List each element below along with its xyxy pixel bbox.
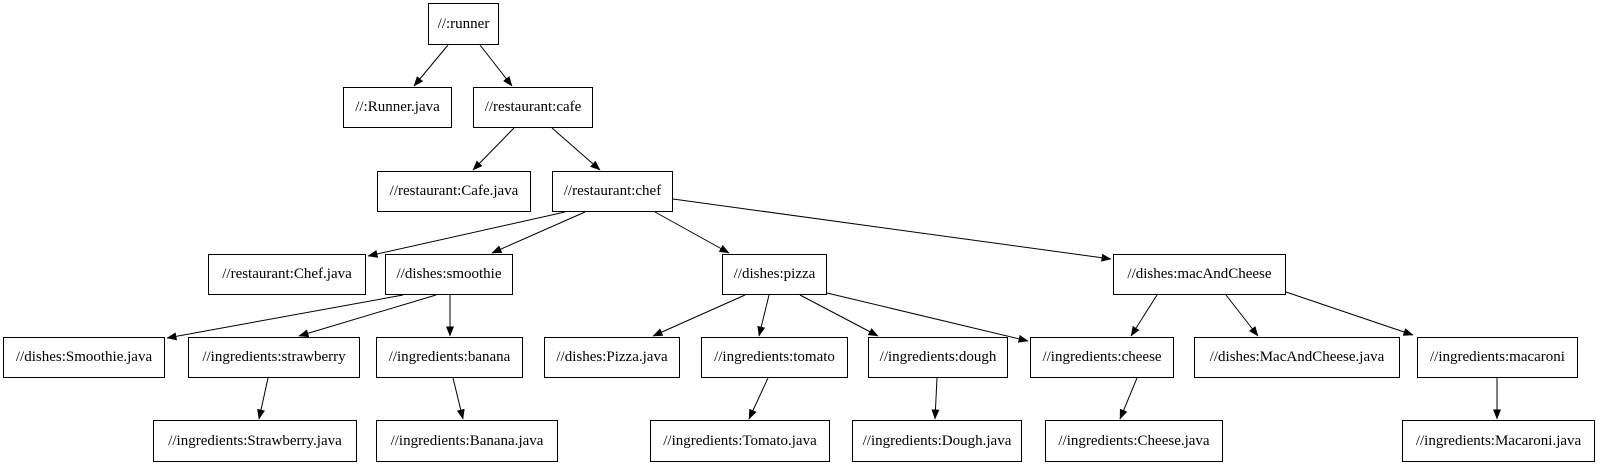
node-pizza-label: //dishes:pizza [733,266,816,282]
node-mac-and-cheese-label: //dishes:macAndCheese [1127,266,1272,282]
node-strawberry-java: //ingredients:Strawberry.java [153,420,357,462]
node-dough-java: //ingredients:Dough.java [852,420,1022,462]
node-runner-java-label: //:Runner.java [355,99,440,115]
node-smoothie-java: //dishes:Smoothie.java [3,337,165,378]
node-dough-java-label: //ingredients:Dough.java [862,432,1012,449]
node-chef-java-label: //restaurant:Chef.java [222,266,352,282]
node-macaroni-java: //ingredients:Macaroni.java [1402,420,1595,462]
node-banana-label: //ingredients:banana [388,349,511,365]
edge-mac-and-cheese-to-macaroni [1285,291,1414,336]
edge-smoothie-to-strawberry [298,294,437,338]
node-cafe-java: //restaurant:Cafe.java [377,171,531,212]
node-chef-label: //restaurant:chef [563,183,662,199]
node-cheese-java: //ingredients:Cheese.java [1045,420,1223,462]
node-runner: //:runner [428,3,499,45]
node-tomato: //ingredients:tomato [701,337,848,378]
node-runner-label: //:runner [437,15,490,32]
node-banana: //ingredients:banana [376,337,523,378]
node-cheese-java-label: //ingredients:Cheese.java [1058,432,1210,449]
node-cafe-label: //restaurant:cafe [484,99,582,115]
edge-pizza-to-pizza-java [652,294,746,337]
node-dough-label: //ingredients:dough [879,349,997,365]
node-banana-java-label: //ingredients:Banana.java [390,432,544,449]
node-strawberry: //ingredients:strawberry [188,337,360,378]
node-banana-java: //ingredients:Banana.java [376,420,558,462]
node-strawberry-label: //ingredients:strawberry [202,349,346,365]
edge-mac-and-cheese-to-cheese [1130,294,1158,337]
node-strawberry-java-label: //ingredients:Strawberry.java [168,432,342,449]
node-runner-java: //:Runner.java [343,87,452,128]
node-pizza: //dishes:pizza [722,254,827,295]
node-smoothie: //dishes:smoothie [385,254,513,295]
node-chef: //restaurant:chef [552,171,673,212]
node-tomato-java-label: //ingredients:Tomato.java [663,432,817,449]
node-macaroni: //ingredients:macaroni [1417,337,1578,378]
edge-pizza-to-cheese [826,292,1029,343]
node-tomato-java: //ingredients:Tomato.java [650,420,830,462]
node-cafe: //restaurant:cafe [473,87,593,128]
edge-chef-to-pizza [654,211,730,254]
node-cheese-label: //ingredients:cheese [1042,349,1162,365]
edge-strawberry-to-strawberry-java [257,377,269,420]
node-tomato-label: //ingredients:tomato [714,349,835,365]
edge-dough-to-dough-java [931,377,940,420]
node-smoothie-java-label: //dishes:Smoothie.java [15,349,153,365]
edge-smoothie-to-smoothie-java [166,294,404,341]
node-mac-and-cheese-java: //dishes:MacAndCheese.java [1194,337,1400,378]
node-mac-and-cheese: //dishes:macAndCheese [1113,254,1286,295]
node-macaroni-java-label: //ingredients:Macaroni.java [1415,432,1582,449]
edge-runner-to-runner-java [413,44,449,87]
node-macaroni-label: //ingredients:macaroni [1430,349,1565,365]
edge-runner-to-cafe [479,44,513,87]
edge-banana-to-banana-java [452,377,465,420]
edge-cafe-to-chef [551,127,601,171]
edge-chef-to-mac-and-cheese [672,198,1112,262]
edge-cafe-to-cafe-java [472,127,515,171]
node-cafe-java-label: //restaurant:Cafe.java [389,183,519,199]
edge-tomato-to-tomato-java [748,377,769,420]
node-pizza-java: //dishes:Pizza.java [544,337,680,378]
edge-chef-to-chef-java [367,211,566,258]
node-mac-and-cheese-java-label: //dishes:MacAndCheese.java [1209,349,1385,365]
node-smoothie-label: //dishes:smoothie [396,266,502,282]
edge-pizza-to-tomato [757,294,770,337]
edge-pizza-to-dough [799,294,879,337]
edge-mac-and-cheese-to-mac-and-cheese-java [1225,294,1259,337]
node-dough: //ingredients:dough [868,337,1008,378]
edge-cheese-to-cheese-java [1119,377,1138,420]
node-chef-java: //restaurant:Chef.java [208,254,366,295]
node-cheese: //ingredients:cheese [1030,337,1174,378]
edge-chef-to-smoothie [491,211,586,254]
node-pizza-java-label: //dishes:Pizza.java [556,349,668,365]
